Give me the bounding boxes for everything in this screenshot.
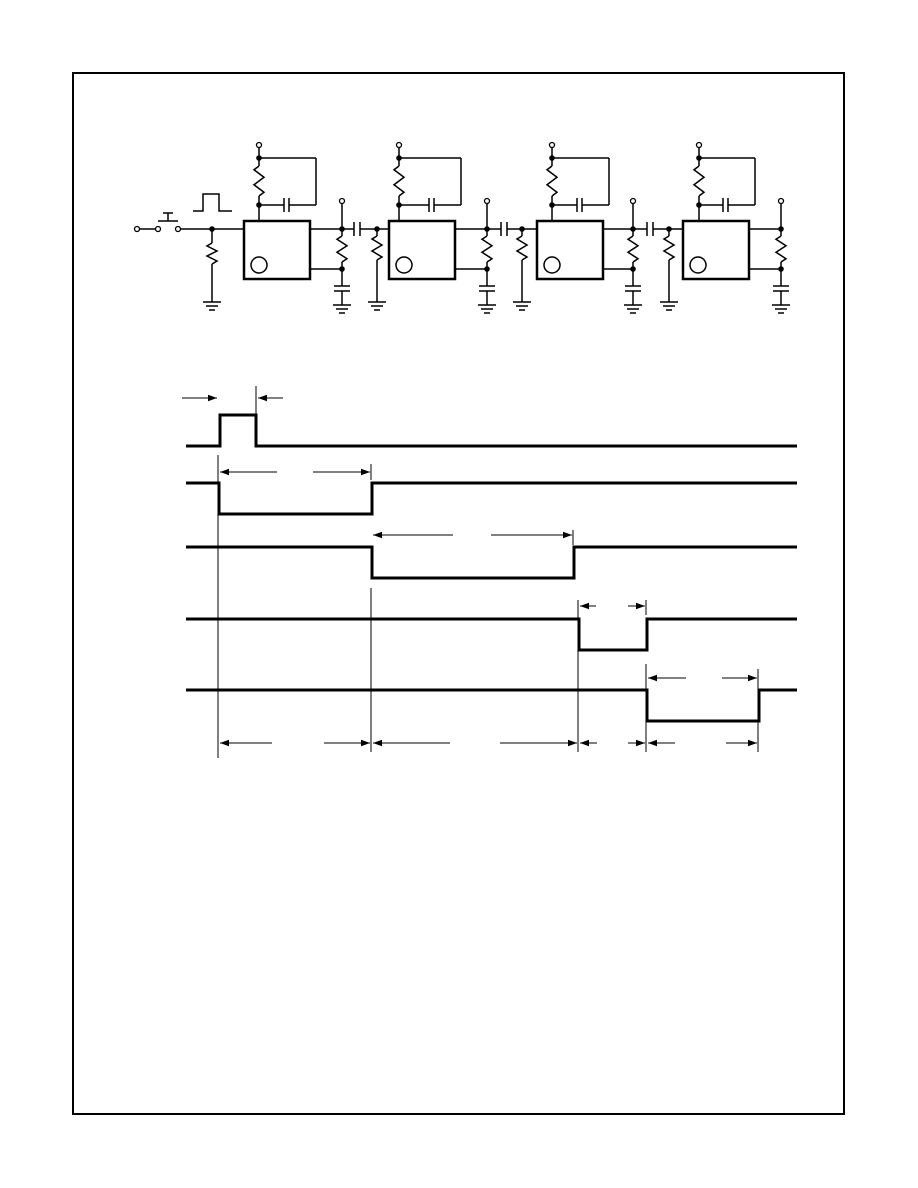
coupling-capacitor-icon: [500, 222, 508, 236]
input-bias-resistor-icon: [515, 235, 529, 261]
input-terminal: [133, 225, 141, 233]
timing-dimension-arrows: [182, 394, 757, 747]
timing-resistor-icon: [545, 165, 559, 197]
timer-ic-block: [242, 219, 312, 281]
ground-icon: [772, 304, 790, 314]
bypass-capacitor-icon: [334, 285, 350, 292]
trigger-input: [133, 193, 244, 311]
load-resistor-icon: [774, 235, 788, 263]
bypass-capacitor-icon: [479, 285, 495, 292]
pin1-marker: [395, 256, 413, 274]
input-bias-resistor-icon: [662, 235, 676, 261]
timing-capacitor-icon: [428, 198, 435, 212]
stage-4: [660, 141, 790, 314]
page-border: [72, 72, 845, 1115]
stage-1: [242, 141, 389, 314]
timer-ic-block: [681, 219, 751, 281]
waveform-stage1-output: [186, 481, 797, 516]
ground-icon: [513, 301, 531, 311]
stage-3: [513, 141, 683, 314]
pin1-marker: [689, 256, 707, 274]
timer-ic-block: [387, 219, 457, 281]
stage-2: [368, 141, 537, 314]
pulse-symbol-icon: [193, 193, 232, 212]
timing-resistor-icon: [692, 165, 706, 197]
coupling-capacitor-icon: [353, 222, 361, 236]
waveform-stage3-output: [186, 617, 797, 652]
input-bias-resistor-icon: [370, 235, 384, 261]
ground-icon: [203, 301, 221, 311]
timing-capacitor-icon: [576, 198, 583, 212]
timing-capacitor-icon: [722, 198, 729, 212]
push-button-switch-icon: [158, 212, 178, 222]
waveform-stage4-output: [186, 688, 797, 723]
coupling-capacitor-icon: [646, 222, 654, 236]
timing-diagram: [182, 386, 797, 758]
load-resistor-icon: [480, 235, 494, 263]
bypass-capacitor-icon: [625, 285, 641, 292]
waveform-stage2-output: [186, 545, 797, 580]
pin1-marker: [543, 256, 561, 274]
input-resistor-icon: [205, 242, 219, 265]
bypass-capacitor-icon: [773, 285, 789, 292]
timing-resistor-icon: [392, 165, 406, 197]
timer-ic-block: [535, 219, 605, 281]
ground-icon: [624, 304, 642, 314]
timing-capacitor-icon: [283, 198, 290, 212]
ground-icon: [368, 301, 386, 311]
waveform-trigger: [186, 413, 797, 448]
load-resistor-icon: [335, 235, 349, 263]
ground-icon: [660, 301, 678, 311]
timing-resistor-icon: [252, 165, 266, 197]
pin1-marker: [250, 256, 268, 274]
ground-icon: [478, 304, 496, 314]
ground-icon: [333, 304, 351, 314]
load-resistor-icon: [626, 235, 640, 263]
